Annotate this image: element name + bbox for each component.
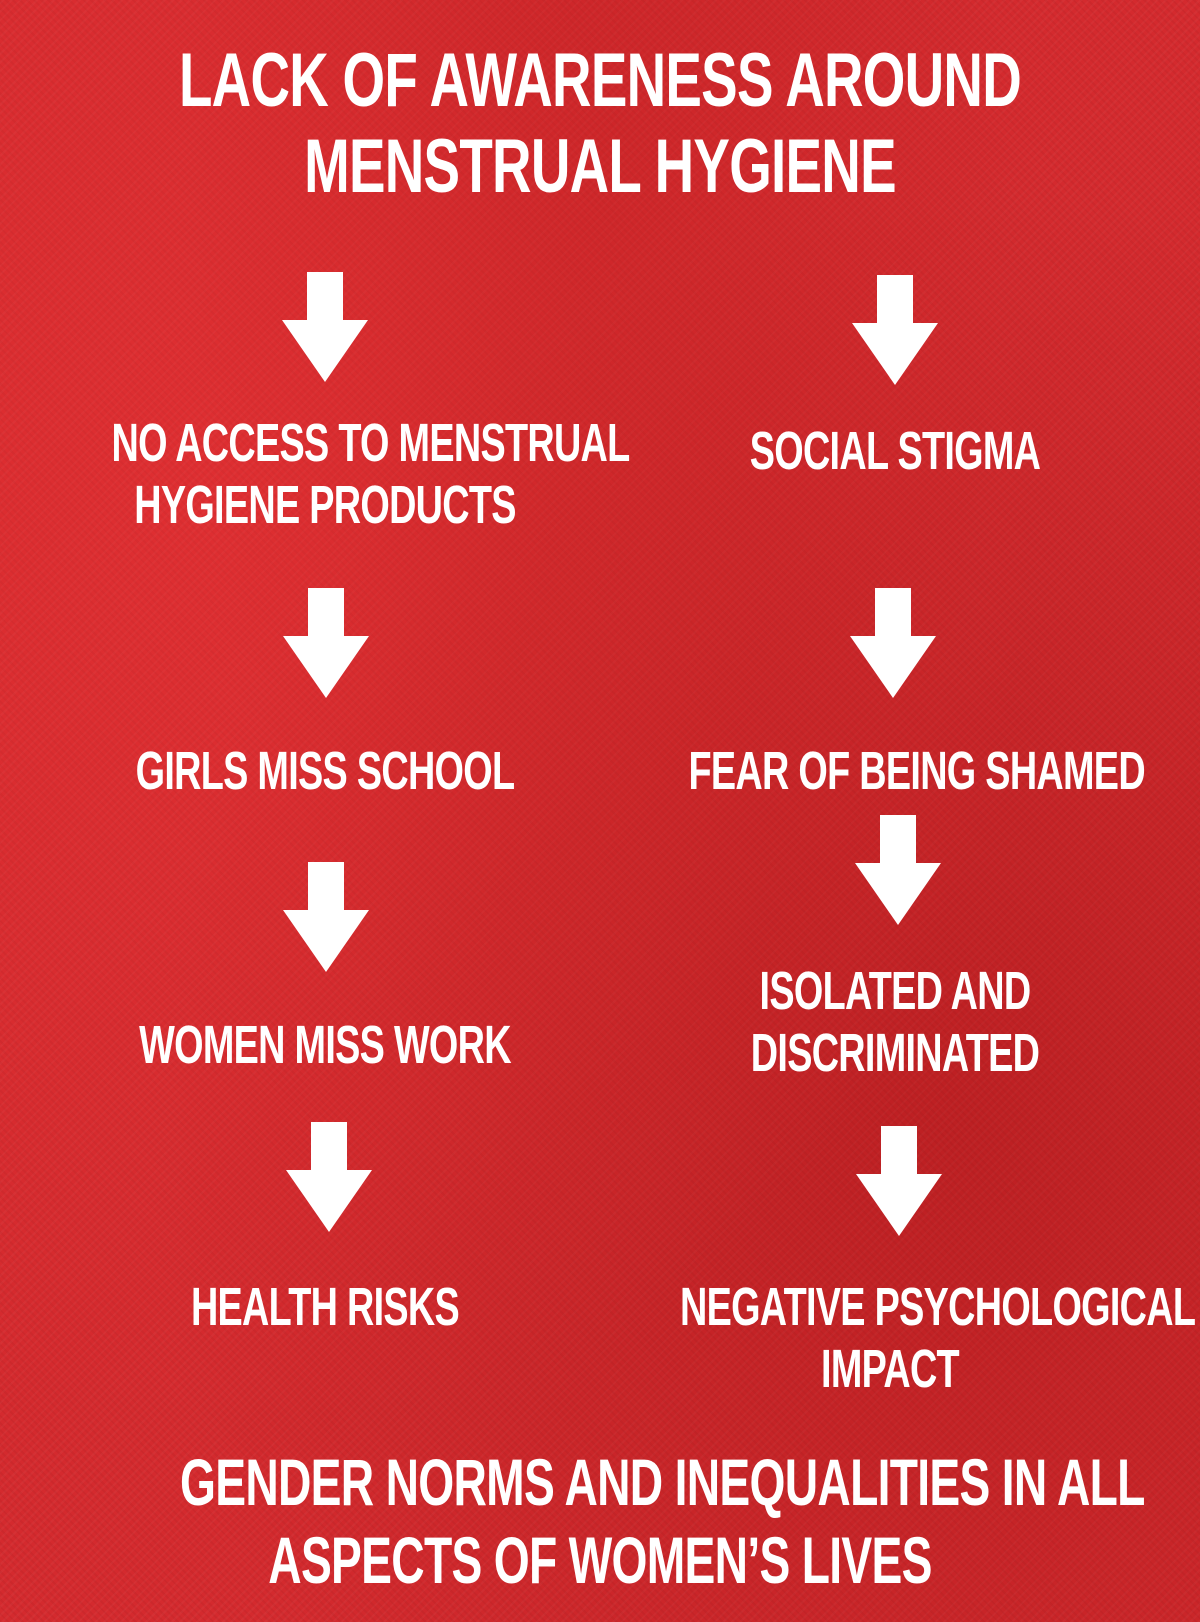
title-line-2: MENSTRUAL HYGIENE bbox=[304, 124, 896, 209]
node-line-2: IMPACT bbox=[821, 1339, 960, 1399]
node-fear-of-being-shamed: FEAR OF BEING SHAMED bbox=[688, 740, 1146, 802]
node-line-1: NEGATIVE PSYCHOLOGICAL bbox=[680, 1277, 1196, 1337]
node-line-1: NO ACCESS TO MENSTRUAL bbox=[111, 413, 631, 473]
node-line-1: FEAR OF BEING SHAMED bbox=[688, 741, 1146, 801]
down-arrow-icon bbox=[283, 862, 369, 972]
title-line-1: LACK OF AWARENESS AROUND bbox=[178, 38, 1022, 123]
node-negative-psychological-impact: NEGATIVE PSYCHOLOGICAL IMPACT bbox=[680, 1276, 1196, 1400]
node-line-1: ISOLATED AND bbox=[759, 961, 1032, 1021]
down-arrow-icon bbox=[283, 588, 369, 698]
node-social-stigma: SOCIAL STIGMA bbox=[689, 420, 1102, 482]
node-line-1: WOMEN MISS WORK bbox=[139, 1015, 511, 1075]
node-line-1: SOCIAL STIGMA bbox=[749, 421, 1041, 481]
node-line-1: GIRLS MISS SCHOOL bbox=[135, 741, 515, 801]
down-arrow-icon bbox=[855, 815, 941, 925]
node-no-access-products: NO ACCESS TO MENSTRUAL HYGIENE PRODUCTS bbox=[111, 412, 631, 536]
node-line-2: HYGIENE PRODUCTS bbox=[134, 475, 516, 535]
down-arrow-icon bbox=[286, 1122, 372, 1232]
down-arrow-icon bbox=[852, 275, 938, 385]
node-women-miss-work: WOMEN MISS WORK bbox=[112, 1014, 539, 1076]
footer-line-1: GENDER NORMS AND INEQUALITIES IN ALL bbox=[180, 1445, 1145, 1519]
down-arrow-icon bbox=[850, 588, 936, 698]
node-line-1: HEALTH RISKS bbox=[190, 1277, 460, 1337]
diagram-title: LACK OF AWARENESS AROUND MENSTRUAL HYGIE… bbox=[168, 38, 1032, 210]
node-girls-miss-school: GIRLS MISS SCHOOL bbox=[112, 740, 539, 802]
node-health-risks: HEALTH RISKS bbox=[112, 1276, 539, 1338]
down-arrow-icon bbox=[856, 1126, 942, 1236]
down-arrow-icon bbox=[282, 272, 368, 382]
diagram-conclusion: GENDER NORMS AND INEQUALITIES IN ALL ASP… bbox=[180, 1443, 1145, 1599]
footer-line-2: ASPECTS OF WOMEN’S LIVES bbox=[268, 1523, 932, 1597]
node-line-2: DISCRIMINATED bbox=[750, 1023, 1040, 1083]
node-isolated-discriminated: ISOLATED AND DISCRIMINATED bbox=[689, 960, 1102, 1084]
